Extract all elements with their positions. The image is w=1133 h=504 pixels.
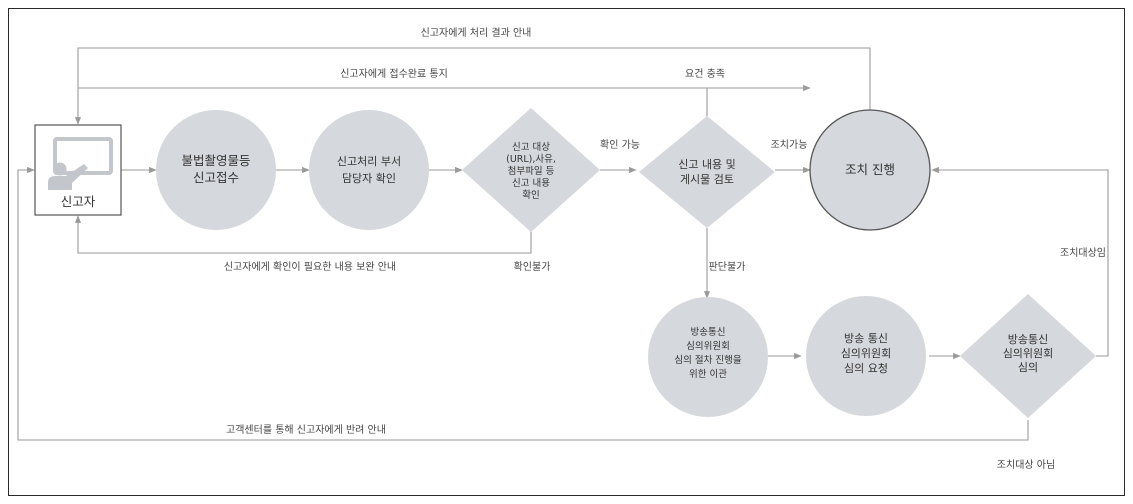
verify-label-2: (URL),사유, — [506, 154, 556, 165]
reporter-label: 신고자 — [61, 194, 96, 209]
request-label-3: 심의 요청 — [844, 362, 888, 375]
review-label-1: 신고 내용 및 — [678, 158, 736, 171]
receive-node: 불법촬영물등 신고접수 — [156, 110, 276, 230]
verify-label-4: 신고 내용 — [512, 178, 550, 189]
check-dept-label-2: 담당자 확인 — [342, 172, 396, 185]
label-result-notice: 신고자에게 처리 결과 안내 — [421, 27, 532, 39]
check-dept-label-1: 신고처리 부서 — [337, 155, 401, 168]
label-reject-notice: 고객센터를 통해 신고자에게 반려 안내 — [226, 423, 386, 436]
request-label-2: 심의위원회 — [841, 347, 892, 360]
action-node: 조치 진행 — [809, 109, 931, 231]
transfer-label-2: 심의위원회 — [686, 340, 730, 352]
request-node: 방송 통신 심의위원회 심의 요청 — [806, 296, 926, 416]
action-label: 조치 진행 — [845, 162, 895, 177]
label-verifiable: 확인 가능 — [600, 139, 640, 151]
label-undecidable: 판단불가 — [709, 261, 746, 273]
transfer-label-3: 심의 절차 진행을 — [674, 354, 741, 366]
transfer-label-1: 방송통신 — [691, 327, 726, 338]
label-supplement-notice: 신고자에게 확인이 필요한 내용 보완 안내 — [224, 261, 396, 273]
receive-label-1: 불법촬영물등 — [181, 153, 250, 168]
label-not-target: 조치대상 아님 — [997, 459, 1055, 471]
transfer-node: 방송통신 심의위원회 심의 절차 진행을 위한 이관 — [648, 297, 768, 417]
verify-node: 신고 대상 (URL),사유, 첨부파일 등 신고 내용 확인 — [462, 108, 600, 232]
label-unverifiable: 확인불가 — [514, 261, 551, 273]
label-requirement-met: 요건 충족 — [685, 68, 725, 80]
deliberation-label-3: 심의 — [1018, 361, 1038, 374]
check-dept-node: 신고처리 부서 담당자 확인 — [309, 110, 429, 230]
label-actionable: 조치가능 — [771, 139, 808, 151]
edge-reject — [17, 166, 1029, 441]
deliberation-label-2: 심의위원회 — [1003, 347, 1054, 360]
edge-result-notice — [74, 47, 871, 130]
receive-label-2: 신고접수 — [193, 170, 239, 185]
label-action-target: 조치대상임 — [1060, 246, 1106, 259]
verify-label-5: 확인 — [522, 189, 539, 201]
request-label-1: 방송 통신 — [844, 332, 888, 345]
presenter-icon — [48, 137, 113, 190]
verify-label-1: 신고 대상 — [512, 142, 550, 153]
edge-unverifiable — [74, 215, 532, 254]
transfer-label-4: 위한 이관 — [689, 368, 727, 380]
review-label-2: 게시물 검토 — [680, 173, 734, 186]
label-receipt-notice: 신고자에게 접수완료 통지 — [340, 68, 448, 80]
reporter-node: 신고자 — [34, 124, 122, 216]
edge-action-target — [931, 166, 1109, 357]
deliberation-label-1: 방송통신 — [1008, 333, 1048, 346]
deliberation-node: 방송통신 심의위원회 심의 — [960, 294, 1096, 418]
review-node: 신고 내용 및 게시물 검토 — [639, 116, 775, 228]
verify-label-3: 첨부파일 등 — [508, 166, 555, 177]
diagram-frame — [8, 8, 1125, 496]
